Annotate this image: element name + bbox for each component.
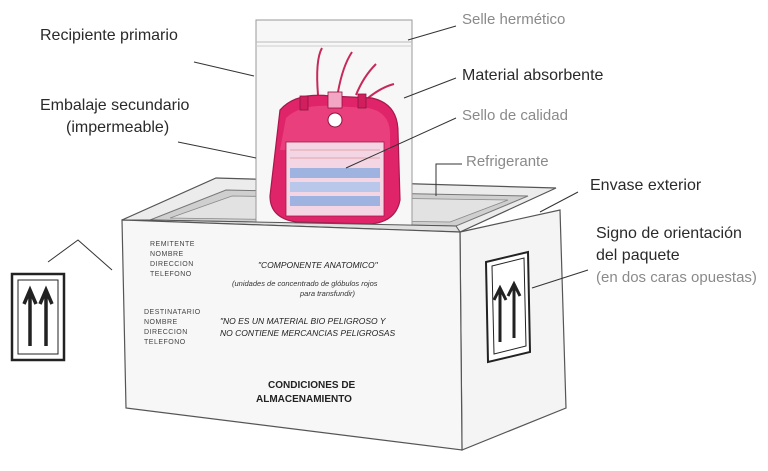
label-sello-calidad: Sello de calidad [462,107,568,124]
leader-recipiente [193,61,255,77]
svg-text:TELEFONO: TELEFONO [144,339,186,346]
svg-text:DIRECCION: DIRECCION [150,261,194,268]
label-signo-orientacion: Signo de orientación [596,225,742,242]
label-refrigerante: Refrigerante [466,153,549,170]
condiciones-text-1: CONDICIONES DE [268,380,356,391]
label-material-absorbente: Material absorbente [462,67,604,84]
label-sello-hermetico: Selle hermético [462,11,565,28]
svg-text:REMITENTE: REMITENTE [150,241,195,248]
leader-material-absorbente [403,77,457,99]
leader-refrigerante [435,163,462,196]
sender-block: REMITENTE NOMBRE DIRECCION TELEFONO [150,241,195,278]
svg-text:DIRECCION: DIRECCION [144,329,188,336]
label-dos-caras: (en dos caras opuestas) [596,269,757,286]
orientation-sign-left [10,272,66,362]
recipient-block: DESTINATARIO NOMBRE DIRECCION TELEFONO [144,309,201,346]
label-envase-exterior: Envase exterior [590,177,702,194]
blood-bag [269,47,401,225]
leader-signo-left [47,239,113,271]
label-embalaje-secundario: Embalaje secundario [40,97,190,114]
no-es-text-2: NO CONTIENE MERCANCIAS PELIGROSAS [220,328,396,338]
condiciones-text-2: ALMACENAMIENTO [256,394,352,405]
label-del-paquete: del paquete [596,247,680,264]
no-es-text-1: "NO ES UN MATERIAL BIO PELIGROSO Y [220,316,387,326]
svg-text:NOMBRE: NOMBRE [150,251,184,258]
svg-text:NOMBRE: NOMBRE [144,319,178,326]
componente-text: "COMPONENTE ANATOMICO" [258,260,379,270]
label-recipiente-primario: Recipiente primario [40,27,178,44]
svg-text:DESTINATARIO: DESTINATARIO [144,309,201,316]
leader-sello-hermetico [407,25,457,41]
box-front-face [121,219,463,451]
unidades-text-2: para transfundir) [299,289,356,298]
leader-embalaje [177,141,257,159]
svg-text:TELEFONO: TELEFONO [150,271,192,278]
leader-signo [531,269,589,289]
leader-envase [539,191,579,213]
unidades-text-1: (unidades de concentrado de glóbulos roj… [232,279,378,288]
orientation-sign-right [484,250,532,364]
leader-sello-calidad [345,117,457,169]
label-impermeable: (impermeable) [66,119,169,136]
